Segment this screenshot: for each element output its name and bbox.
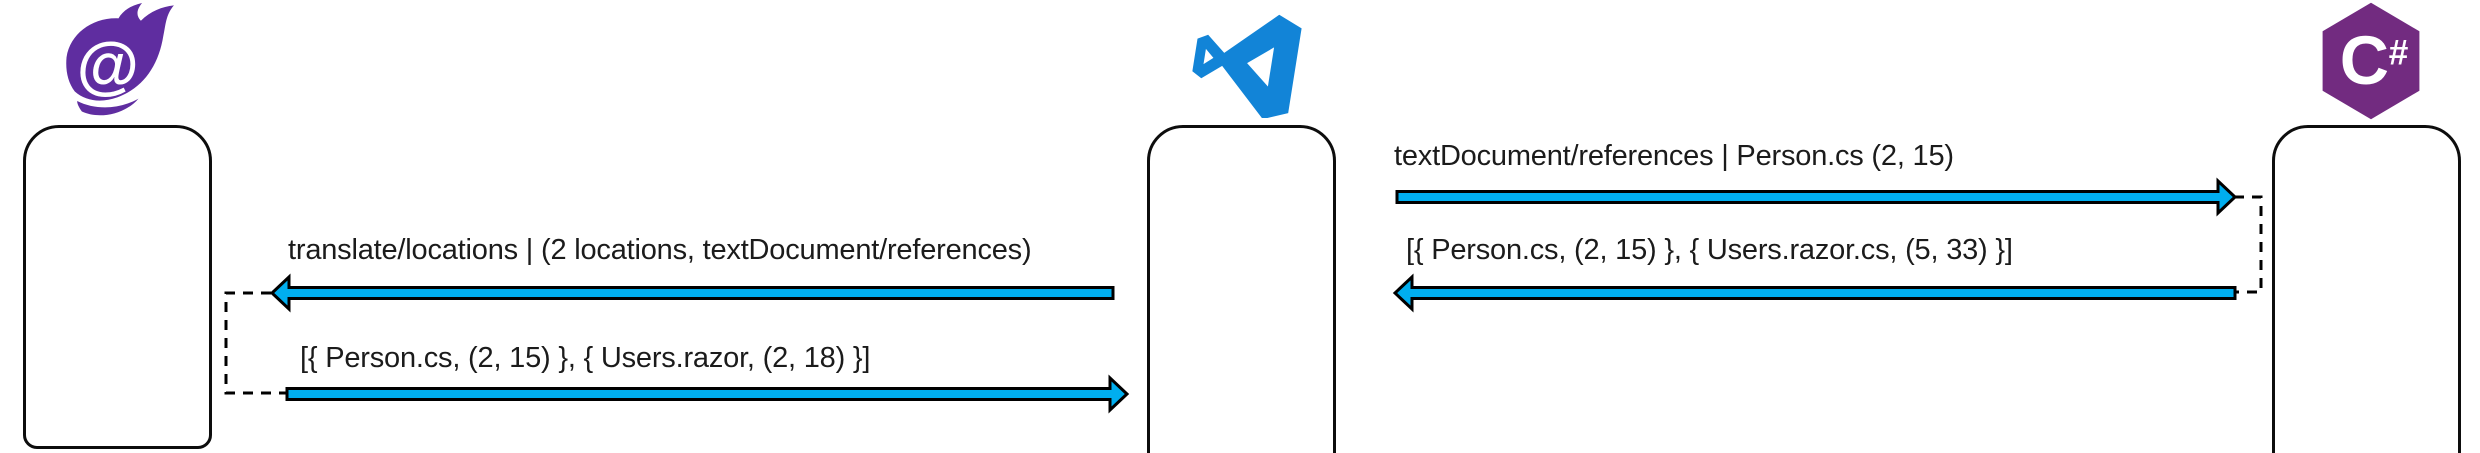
message-label-translate-locations: translate/locations | (2 locations, text… [288, 234, 1032, 266]
arrow-vscode-to-blazor [269, 273, 1115, 313]
blazor-icon: @ [66, 3, 174, 116]
arrow-blazor-to-vscode [285, 374, 1130, 414]
arrow-vscode-to-csharp [1395, 177, 2238, 217]
arrow-csharp-to-vscode [1392, 273, 2237, 313]
dashed-connector-blazor [224, 291, 286, 395]
message-label-razor-locations-response: [{ Person.cs, (2, 15) }, { Users.razor, … [300, 342, 871, 374]
csharp-hash-glyph: # [2389, 33, 2409, 72]
vscode-lifeline-box [1147, 125, 1336, 453]
dashed-connector-csharp [2234, 195, 2263, 294]
blazor-at-glyph: @ [77, 29, 139, 101]
vscode-icon [1192, 14, 1302, 118]
csharp-lifeline-box [2272, 125, 2461, 453]
csharp-c-glyph: C [2340, 23, 2389, 99]
csharp-icon: C # [2322, 2, 2420, 120]
message-label-textdocument-references: textDocument/references | Person.cs (2, … [1394, 140, 1954, 172]
blazor-lifeline-box [23, 125, 212, 449]
message-label-csharp-locations-response: [{ Person.cs, (2, 15) }, { Users.razor.c… [1406, 234, 2013, 266]
